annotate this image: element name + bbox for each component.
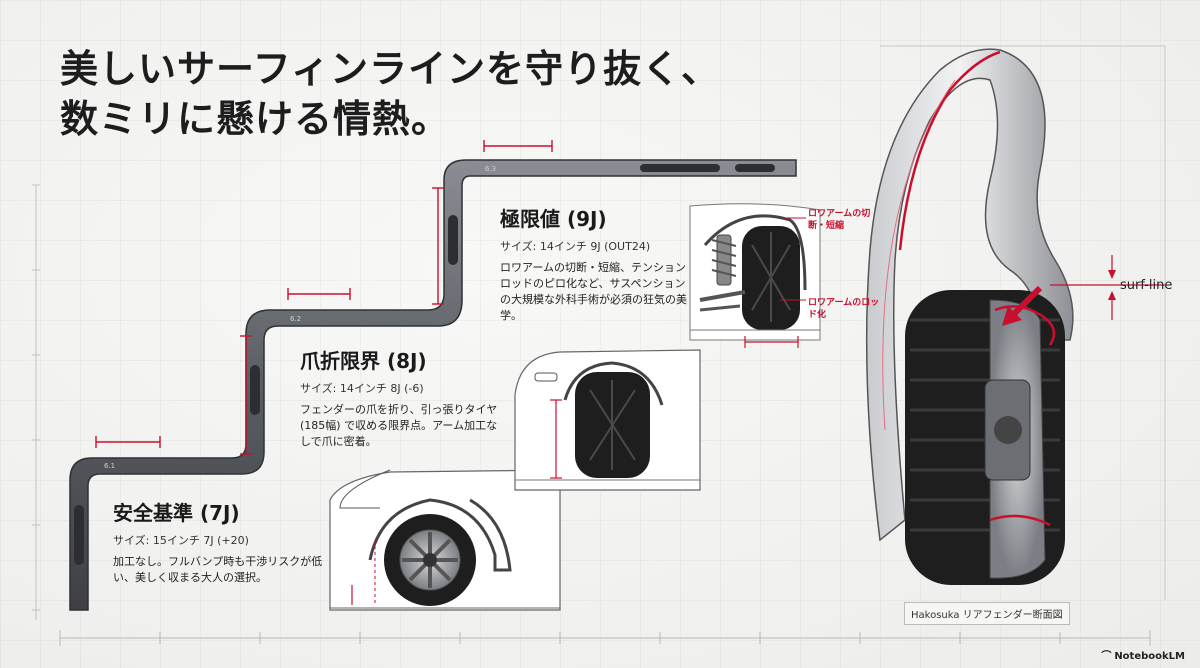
tier-9j-desc: ロワアームの切断・短縮、テンションロッドのピロ化など、サスペンションの大規模な外…	[500, 261, 687, 322]
tier-7j-desc: 加工なし。フルバンプ時も干渉リスクが低い、美しく収まる大人の選択。	[113, 555, 323, 584]
tier-7j-size: サイズ: 15インチ 7J (+20)	[113, 534, 249, 547]
car-illustration-9j	[689, 203, 821, 348]
tier-9j-title: 極限値 (9J)	[500, 207, 607, 231]
cross-section-caption: Hakosuka リアフェンダー断面図	[904, 602, 1070, 625]
car-illustration-8j	[514, 349, 701, 491]
tier-7j-title: 安全基準 (7J)	[113, 501, 240, 525]
callout-lower-arm-cut: ロワアームの切断・短縮	[808, 209, 871, 231]
tier-8j: 爪折限界 (8J) サイズ: 14インチ 8J (-6) フェンダーの爪を折り、…	[300, 345, 500, 450]
tier-8j-title: 爪折限界 (8J)	[300, 349, 427, 373]
title-line-2: 数ミリに懸ける情熱。	[60, 97, 451, 141]
staircase-slots	[74, 164, 775, 565]
step-label-3: 6.3	[485, 165, 496, 173]
tier-9j: 極限値 (9J) サイズ: 14インチ 9J (OUT24) ロワアームの切断・…	[500, 203, 690, 324]
logo-text: NotebookLM	[1114, 651, 1185, 662]
right-ruler	[880, 45, 1166, 600]
surf-line-label: surf-line	[1120, 278, 1173, 293]
callout-lower-arm-rod: ロワアームのロッド化	[808, 298, 880, 320]
dimension-markers	[95, 140, 553, 455]
step-label-2: 6.2	[290, 315, 301, 323]
bottom-ruler	[59, 630, 1151, 646]
staircase-bracket	[69, 159, 797, 611]
fender-cross-section	[865, 48, 1165, 585]
brand-logo: ⌒NotebookLM	[1101, 647, 1188, 662]
left-ruler	[32, 184, 40, 620]
tier-9j-size: サイズ: 14インチ 9J (OUT24)	[500, 240, 651, 253]
tier-7j: 安全基準 (7J) サイズ: 15インチ 7J (+20) 加工なし。フルバンプ…	[113, 497, 323, 586]
page-title: 美しいサーフィンラインを守り抜く、 数ミリに懸ける情熱。	[60, 44, 720, 144]
car-illustration-7j	[329, 469, 561, 611]
step-label-1: 6.1	[104, 462, 115, 470]
notebook-icon: ⌒	[1101, 651, 1112, 662]
tier-8j-size: サイズ: 14インチ 8J (-6)	[300, 382, 424, 395]
title-line-1: 美しいサーフィンラインを守り抜く、	[60, 47, 720, 91]
tier-8j-desc: フェンダーの爪を折り、引っ張りタイヤ (185幅) で収める限界点。アーム加工な…	[300, 403, 498, 448]
